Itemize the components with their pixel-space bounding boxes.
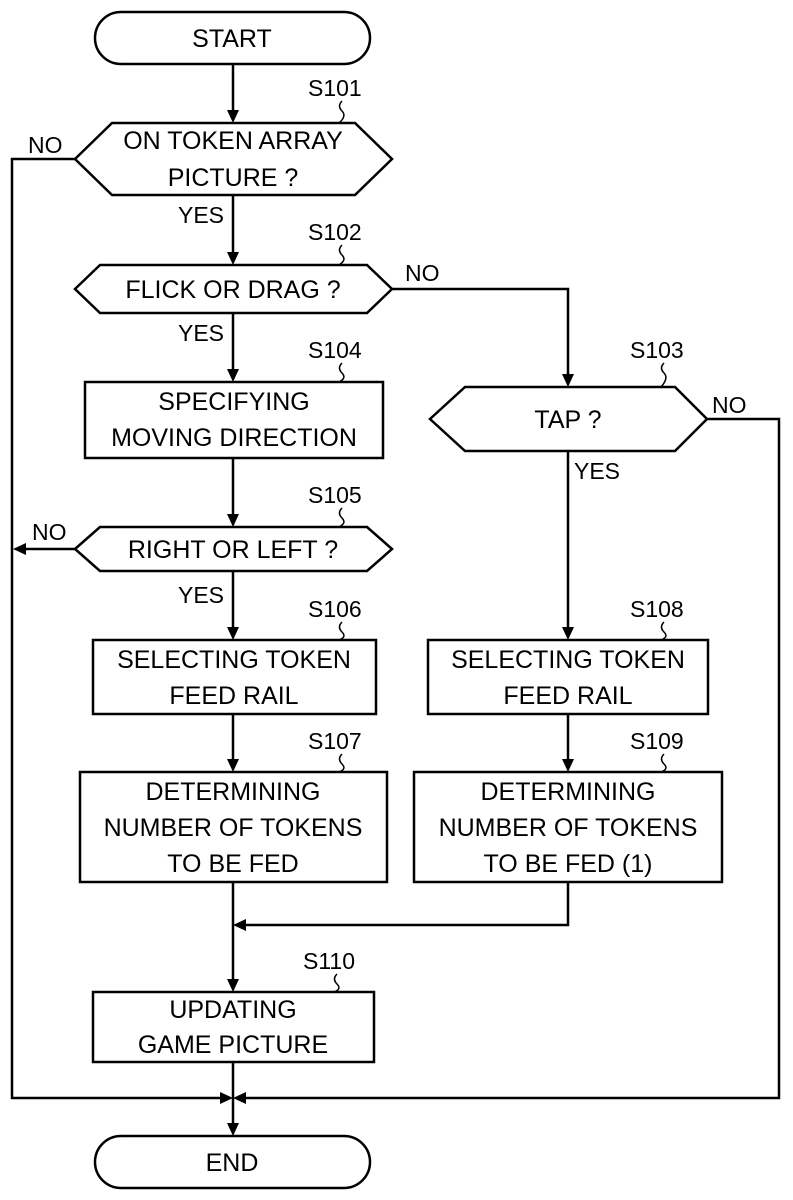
process-s108: SELECTING TOKEN FEED RAIL bbox=[428, 640, 708, 714]
process-s110-line-1: UPDATING bbox=[169, 996, 296, 1024]
leader-s107 bbox=[339, 754, 344, 772]
arrowhead bbox=[227, 514, 239, 527]
step-label-s104: S104 bbox=[308, 337, 362, 363]
branch-label-s103-yes: YES bbox=[574, 458, 620, 484]
leader-s106 bbox=[339, 622, 344, 640]
step-label-s105: S105 bbox=[308, 482, 362, 508]
process-s104-line-1: SPECIFYING bbox=[158, 388, 309, 416]
step-label-s110: S110 bbox=[303, 948, 355, 974]
step-label-s101: S101 bbox=[308, 75, 362, 101]
process-s107-line-2: NUMBER OF TOKENS bbox=[104, 814, 363, 842]
process-s107-line-3: TO BE FED bbox=[167, 850, 299, 878]
arrowhead bbox=[227, 1123, 239, 1136]
process-s107: DETERMINING NUMBER OF TOKENS TO BE FED bbox=[80, 772, 387, 882]
branch-label-s105-no: NO bbox=[32, 519, 67, 545]
decision-s103: TAP ? bbox=[430, 387, 707, 451]
process-s107-line-1: DETERMINING bbox=[146, 778, 321, 806]
decision-s103-label: TAP ? bbox=[534, 406, 601, 434]
connector-s109-merge bbox=[246, 882, 568, 925]
arrowhead bbox=[562, 627, 574, 640]
arrowhead bbox=[13, 543, 26, 555]
arrowhead bbox=[227, 252, 239, 265]
decision-s105-label: RIGHT OR LEFT ? bbox=[128, 536, 338, 564]
arrowhead bbox=[233, 1092, 246, 1104]
step-label-s106: S106 bbox=[308, 596, 362, 622]
decision-s102: FLICK OR DRAG ? bbox=[75, 265, 392, 313]
process-s109-line-1: DETERMINING bbox=[481, 778, 656, 806]
step-label-s107: S107 bbox=[308, 728, 362, 754]
process-s106-line-1: SELECTING TOKEN bbox=[117, 646, 351, 674]
leader-s108 bbox=[661, 622, 666, 640]
process-s110-line-2: GAME PICTURE bbox=[138, 1031, 328, 1059]
process-s104-line-2: MOVING DIRECTION bbox=[111, 424, 357, 452]
branch-label-s102-no: NO bbox=[405, 260, 440, 286]
end-terminal: END bbox=[95, 1136, 370, 1188]
process-s109: DETERMINING NUMBER OF TOKENS TO BE FED (… bbox=[414, 772, 722, 882]
process-s106-line-2: FEED RAIL bbox=[169, 682, 298, 710]
arrowhead bbox=[233, 919, 246, 931]
branch-label-s102-yes: YES bbox=[178, 320, 224, 346]
branch-label-s105-yes: YES bbox=[178, 582, 224, 608]
leader-s105 bbox=[339, 508, 344, 527]
decision-s101-line-1: ON TOKEN ARRAY bbox=[123, 127, 343, 155]
leader-s110 bbox=[334, 974, 339, 992]
process-s110: UPDATING GAME PICTURE bbox=[93, 992, 374, 1062]
arrowhead bbox=[227, 627, 239, 640]
process-s109-line-3: TO BE FED (1) bbox=[483, 850, 652, 878]
end-label: END bbox=[206, 1149, 259, 1177]
step-label-s103: S103 bbox=[630, 337, 684, 363]
leader-s102 bbox=[339, 245, 344, 265]
process-s106: SELECTING TOKEN FEED RAIL bbox=[93, 640, 376, 714]
arrowhead bbox=[227, 979, 239, 992]
arrowhead bbox=[562, 759, 574, 772]
decision-s101-line-2: PICTURE ? bbox=[168, 164, 299, 192]
arrowhead bbox=[227, 759, 239, 772]
process-s109-line-2: NUMBER OF TOKENS bbox=[439, 814, 698, 842]
arrowhead bbox=[562, 374, 574, 387]
process-s104: SPECIFYING MOVING DIRECTION bbox=[85, 382, 383, 458]
leader-s101 bbox=[339, 101, 344, 123]
step-label-s109: S109 bbox=[630, 728, 684, 754]
branch-label-s103-no: NO bbox=[712, 392, 747, 418]
decision-s102-label: FLICK OR DRAG ? bbox=[125, 276, 340, 304]
leader-s104 bbox=[339, 363, 344, 382]
start-terminal: START bbox=[95, 12, 370, 64]
branch-label-s101-yes: YES bbox=[178, 202, 224, 228]
leader-s109 bbox=[661, 754, 666, 772]
process-s108-line-1: SELECTING TOKEN bbox=[451, 646, 685, 674]
branch-label-s101-no: NO bbox=[28, 132, 63, 158]
step-label-s102: S102 bbox=[308, 219, 362, 245]
process-s108-line-2: FEED RAIL bbox=[503, 682, 632, 710]
start-label: START bbox=[192, 25, 272, 53]
step-label-s108: S108 bbox=[630, 596, 684, 622]
connector-s102-no bbox=[392, 289, 568, 374]
arrowhead bbox=[220, 1092, 233, 1104]
decision-s101: ON TOKEN ARRAY PICTURE ? bbox=[75, 123, 392, 195]
arrowhead bbox=[227, 110, 239, 123]
arrowhead bbox=[227, 369, 239, 382]
leader-s103 bbox=[661, 363, 666, 387]
decision-s105: RIGHT OR LEFT ? bbox=[75, 527, 392, 571]
